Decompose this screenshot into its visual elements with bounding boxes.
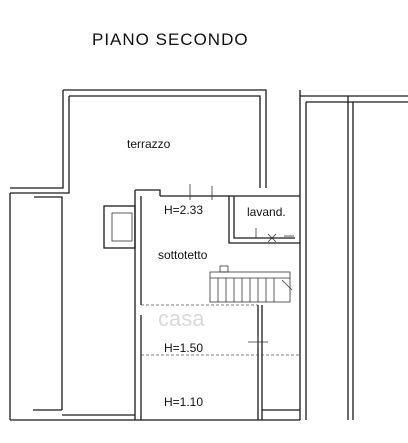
walls [9,89,408,421]
height-label-3: H=1.10 [164,395,203,409]
staircase [209,265,293,303]
height-label-2: H=1.50 [164,341,203,355]
room-label-laundry: lavand. [247,205,286,219]
height-label-1: H=2.33 [164,203,203,217]
floor-title: PIANO SECONDO [92,30,249,49]
watermark-text: casa [158,306,205,331]
room-label-terrace: terrazzo [127,137,171,151]
room-label-attic: sottotetto [158,248,208,262]
